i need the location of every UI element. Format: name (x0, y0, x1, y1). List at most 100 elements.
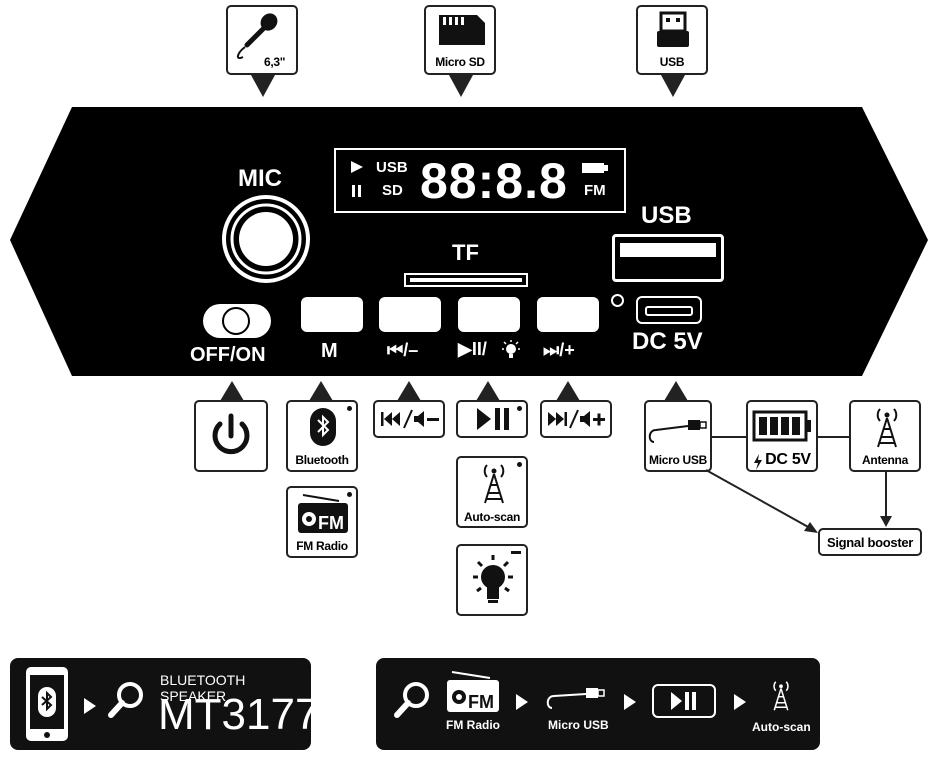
lightning-icon (754, 454, 762, 470)
play-pause-icon (671, 692, 696, 710)
arrow-right-icon (624, 694, 636, 710)
prev-button[interactable] (379, 297, 441, 332)
play-indicator-icon (351, 161, 363, 173)
lcd-sd-indicator: SD (382, 182, 403, 199)
corner-dot (517, 462, 522, 467)
usb-stick-arrow (661, 75, 685, 97)
svg-text:FM: FM (468, 692, 494, 712)
antenna-label: Antenna (862, 453, 908, 467)
usb-port-label: USB (641, 202, 692, 229)
prev-volume-down-icon (381, 409, 439, 429)
micro-usb-label: Micro USB (649, 453, 707, 467)
dc-arrow (664, 381, 688, 401)
search-icon (394, 682, 429, 718)
mode-button[interactable] (301, 297, 363, 332)
bluetooth-icon (310, 408, 336, 446)
search-icon (108, 682, 143, 718)
battery-indicator-icon (582, 163, 608, 173)
micro-sd-box: Micro SD (424, 5, 496, 75)
mic-jack-box: 6,3" (226, 5, 298, 75)
next-arrow (556, 381, 580, 401)
tf-label: TF (452, 240, 479, 265)
signal-booster-box: Signal booster (818, 528, 922, 556)
antenna-box: Antenna (849, 400, 921, 472)
micro-usb-port[interactable] (636, 296, 702, 324)
signal-booster-label: Signal booster (826, 535, 914, 550)
antenna-icon (876, 408, 898, 448)
auto-scan-step-label: Auto-scan (752, 720, 811, 734)
micro-sd-label: Micro SD (435, 55, 485, 69)
sd-card-icon (439, 15, 485, 45)
play-pause-step-button (652, 684, 716, 718)
light-bulb-small-icon (502, 340, 520, 358)
light-box (456, 544, 528, 616)
corner-dot (347, 406, 352, 411)
antenna-icon (773, 681, 789, 711)
dc-5v-label: DC 5V (632, 328, 703, 355)
mic-input-jack[interactable] (220, 193, 312, 285)
micro-usb-cable-icon (648, 420, 707, 443)
battery-full-icon (752, 410, 811, 442)
mode-arrow (309, 381, 333, 401)
next-button[interactable] (537, 297, 599, 332)
mic-label: MIC (238, 165, 282, 192)
corner-dash (511, 551, 521, 554)
lcd-fm-indicator: FM (584, 182, 606, 199)
mode-label: M (321, 340, 338, 362)
micro-usb-box: Micro USB (644, 400, 712, 472)
power-label: OFF/ON (190, 344, 266, 366)
model-badge: BLUETOOTH SPEAKER MT3177 (10, 658, 319, 750)
micro-usb-step-label: Micro USB (548, 718, 609, 732)
power-icon (212, 413, 250, 455)
lcd-usb-indicator: USB (376, 159, 408, 176)
model-number: MT3177 (158, 690, 320, 739)
dc-5v-box: DC 5V (746, 400, 818, 472)
arrow-right-icon (84, 698, 96, 714)
power-switch[interactable] (203, 304, 271, 338)
power-arrow (220, 381, 244, 401)
model-subtitle: BLUETOOTH SPEAKER (160, 672, 246, 704)
lcd-display: USB SD 88:8.8 FM (334, 148, 626, 213)
connector-line (818, 436, 850, 438)
next-label: ⏭/+ (543, 340, 575, 360)
micro-sd-arrow (449, 75, 473, 97)
arrow-right-icon (734, 694, 746, 710)
play-arrow (476, 381, 500, 401)
fm-setup-badge: FM FM Radio Micro USB Auto-scan (376, 658, 820, 750)
prev-label: ⏮/– (387, 340, 419, 360)
usb-port[interactable] (612, 234, 724, 282)
microphone-icon (237, 13, 278, 59)
fm-radio-box: FM FM Radio (286, 486, 358, 558)
play-pause-icon (477, 408, 509, 430)
fm-radio-step-label: FM Radio (446, 718, 500, 732)
next-volume-up-icon (548, 409, 605, 429)
play-pause-label: ▶II/ (458, 339, 487, 360)
mic-jack-arrow (251, 75, 275, 97)
prev-arrow (397, 381, 421, 401)
pause-indicator-icon (352, 185, 361, 197)
mic-jack-size: 6,3" (264, 55, 286, 69)
play-pause-button[interactable] (458, 297, 520, 332)
bluetooth-box: Bluetooth (286, 400, 358, 472)
usb-stick-label: USB (659, 55, 685, 69)
arrow-right-icon (516, 694, 528, 710)
auto-scan-box: Auto-scan (456, 456, 528, 528)
power-function-box (194, 400, 268, 472)
auto-scan-label: Auto-scan (464, 510, 520, 524)
fm-radio-label: FM Radio (296, 539, 348, 553)
play-pause-text: ▶II/ (458, 339, 487, 359)
micro-usb-cable-icon (546, 688, 605, 709)
tf-card-slot[interactable] (404, 273, 528, 287)
prev-function-box (373, 400, 445, 438)
radio-icon: FM (298, 494, 348, 533)
corner-dot (347, 492, 352, 497)
next-function-box (540, 400, 612, 438)
usb-stick-icon (657, 11, 689, 47)
connector-line (712, 436, 747, 438)
charge-led (611, 294, 624, 307)
phone-bluetooth-icon (26, 667, 68, 741)
antenna-icon (483, 464, 505, 504)
dc-5v-function-label: DC 5V (765, 451, 811, 468)
lcd-digits: 88:8.8 (420, 153, 568, 209)
radio-icon: FM (447, 671, 499, 712)
